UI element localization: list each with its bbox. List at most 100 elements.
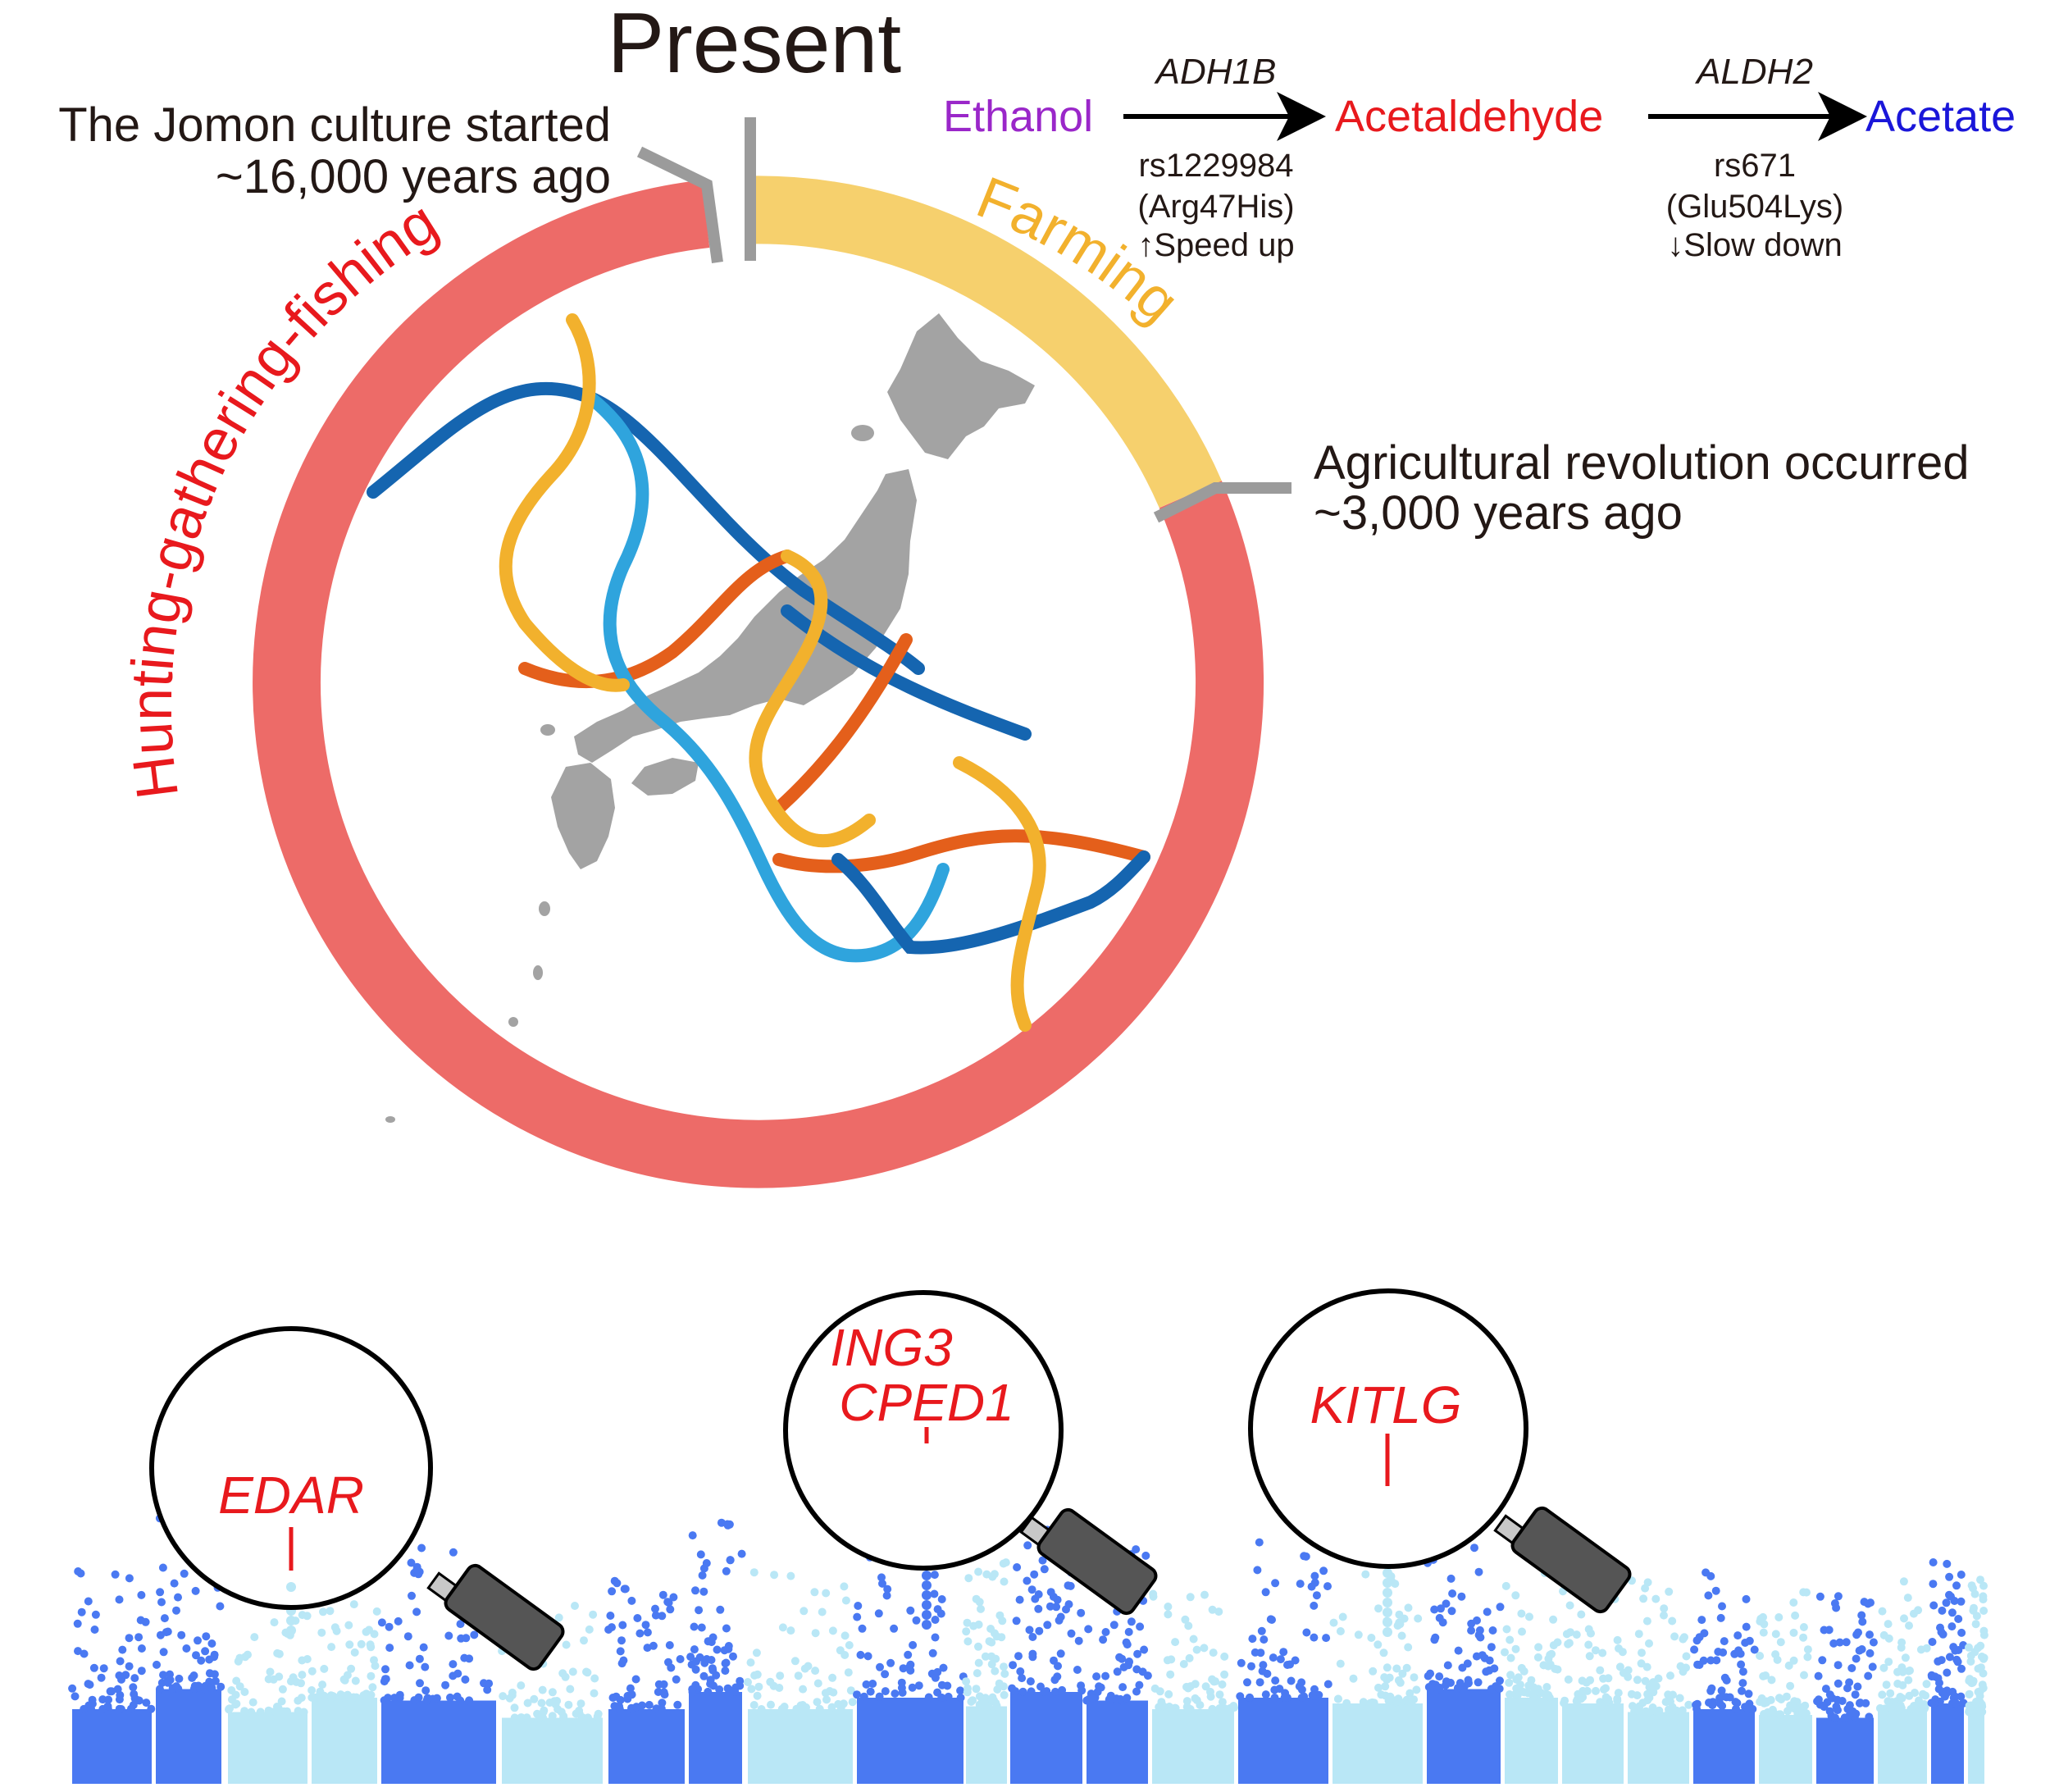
manhattan-point xyxy=(1258,1667,1267,1676)
manhattan-point xyxy=(1259,1661,1268,1670)
manhattan-point xyxy=(462,1634,471,1643)
manhattan-point xyxy=(170,1579,179,1588)
manhattan-point xyxy=(359,1691,368,1700)
manhattan-point xyxy=(974,1642,982,1651)
manhattan-point xyxy=(1769,1708,1778,1717)
manhattan-point xyxy=(1679,1667,1688,1676)
manhattan-point xyxy=(974,1658,983,1667)
manhattan-point xyxy=(159,1648,168,1657)
manhattan-point xyxy=(1261,1588,1270,1597)
manhattan-point xyxy=(1077,1608,1086,1617)
manhattan-point xyxy=(1518,1627,1526,1636)
manhattan-point xyxy=(822,1589,831,1598)
manhattan-point xyxy=(1043,1621,1052,1630)
manhattan-point xyxy=(1857,1645,1866,1653)
manhattan-point xyxy=(937,1693,946,1702)
manhattan-point xyxy=(1280,1693,1289,1702)
manhattan-point xyxy=(811,1629,820,1638)
manhattan-point xyxy=(1052,1603,1061,1612)
manhattan-point xyxy=(874,1609,883,1618)
manhattan-point xyxy=(881,1670,890,1679)
manhattan-point xyxy=(1127,1617,1136,1626)
manhattan-point xyxy=(956,1694,965,1702)
manhattan-point xyxy=(754,1682,763,1691)
manhattan-point xyxy=(535,1713,544,1722)
manhattan-point xyxy=(538,1685,547,1694)
manhattan-point xyxy=(510,1713,519,1722)
manhattan-point xyxy=(1820,1703,1829,1712)
manhattan-point xyxy=(235,1682,244,1691)
manhattan-block xyxy=(1427,1689,1501,1784)
manhattan-point xyxy=(1860,1598,1869,1607)
manhattan-point xyxy=(1208,1605,1217,1614)
manhattan-point xyxy=(71,1692,80,1701)
manhattan-point xyxy=(1035,1626,1044,1635)
manhattan-point xyxy=(691,1586,699,1595)
manhattan-point xyxy=(1181,1615,1190,1624)
manhattan-block xyxy=(1931,1703,1964,1784)
manhattan-point xyxy=(134,1696,143,1705)
manhattan-point xyxy=(1957,1628,1966,1637)
manhattan-point xyxy=(1615,1662,1624,1671)
manhattan-point xyxy=(1084,1625,1093,1634)
manhattan-point xyxy=(813,1679,822,1688)
manhattan-point xyxy=(1442,1599,1451,1608)
manhattan-point xyxy=(1210,1677,1219,1686)
manhattan-point xyxy=(1101,1628,1110,1636)
manhattan-block xyxy=(1505,1698,1558,1784)
manhattan-point xyxy=(365,1626,373,1635)
manhattan-point xyxy=(886,1658,895,1667)
manhattan-point xyxy=(606,1612,615,1620)
manhattan-point xyxy=(129,1683,138,1692)
manhattan-point xyxy=(327,1643,336,1652)
manhattan-point xyxy=(930,1571,939,1580)
manhattan-point xyxy=(990,1570,999,1579)
adh1b-snp-label: rs1229984 xyxy=(1138,148,1293,184)
manhattan-point xyxy=(1261,1690,1270,1699)
manhattan-point xyxy=(1354,1630,1363,1639)
manhattan-point xyxy=(1310,1571,1319,1580)
manhattan-point xyxy=(294,1707,303,1716)
manhattan-point xyxy=(1506,1671,1515,1680)
manhattan-point xyxy=(142,1699,151,1708)
manhattan-point xyxy=(1074,1636,1083,1645)
manhattan-point xyxy=(240,1688,249,1696)
manhattan-point xyxy=(1642,1707,1651,1716)
manhattan-point xyxy=(158,1563,167,1572)
manhattan-point xyxy=(800,1664,809,1673)
manhattan-point xyxy=(380,1675,390,1684)
manhattan-point xyxy=(1725,1693,1734,1702)
manhattan-point xyxy=(1682,1652,1691,1661)
manhattan-point xyxy=(836,1703,845,1712)
manhattan-point xyxy=(247,1708,256,1717)
manhattan-point xyxy=(616,1695,625,1704)
manhattan-point xyxy=(828,1626,837,1635)
manhattan-point xyxy=(1247,1662,1255,1671)
manhattan-point xyxy=(1014,1652,1023,1661)
manhattan-point xyxy=(1051,1687,1059,1696)
manhattan-point xyxy=(1250,1648,1260,1657)
manhattan-point xyxy=(303,1655,312,1663)
manhattan-point xyxy=(631,1675,640,1684)
manhattan-point xyxy=(1458,1663,1467,1672)
manhattan-point xyxy=(1813,1697,1822,1706)
manhattan-point xyxy=(716,1605,725,1614)
manhattan-point xyxy=(608,1694,617,1702)
manhattan-point xyxy=(1666,1671,1674,1680)
manhattan-point xyxy=(90,1626,99,1634)
manhattan-point xyxy=(669,1593,678,1602)
manhattan-point xyxy=(1237,1658,1246,1667)
manhattan-point xyxy=(1684,1700,1693,1709)
manhattan-point xyxy=(853,1690,861,1699)
manhattan-point xyxy=(1733,1631,1742,1640)
manhattan-point xyxy=(844,1668,853,1677)
manhattan-point xyxy=(1604,1674,1613,1683)
manhattan-point xyxy=(1672,1706,1681,1715)
manhattan-point xyxy=(1699,1656,1708,1665)
ethanol-metabolism-pathway: Ethanol Acetaldehyde Acetate ADH1B rs122… xyxy=(943,52,2016,263)
manhattan-peak-point xyxy=(922,1610,932,1620)
manhattan-point xyxy=(1310,1601,1319,1610)
manhattan-point xyxy=(1738,1686,1746,1695)
manhattan-block xyxy=(608,1709,685,1784)
manhattan-point xyxy=(1394,1676,1403,1685)
